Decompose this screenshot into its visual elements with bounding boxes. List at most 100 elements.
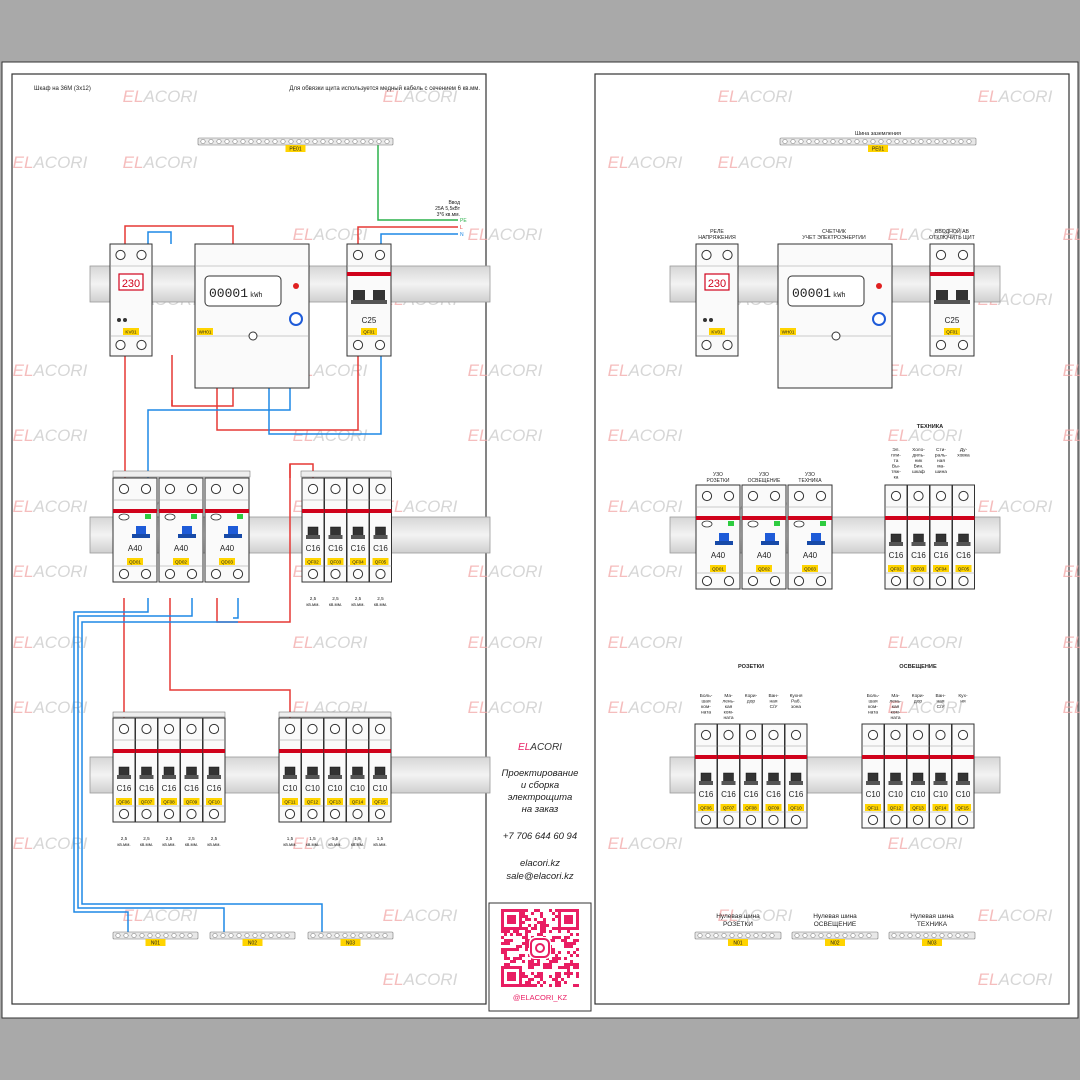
wire-rcd3-neutral (233, 598, 239, 619)
rcd-test-button (118, 513, 130, 521)
rcd-body (112, 477, 158, 583)
voltage-relay-body (695, 243, 739, 357)
qr-cell (576, 972, 579, 975)
cable-size: 1,5 (377, 836, 384, 841)
device-tag-text: QF13 (912, 805, 924, 810)
breaker-tag (932, 804, 949, 811)
breaker-toggle-base (373, 775, 387, 779)
meter-led (876, 283, 882, 289)
watermark-text: ELACORI (608, 497, 683, 516)
busbar-screw (163, 933, 169, 938)
qr-cell (534, 963, 537, 966)
brand-prefix: EL (518, 742, 530, 753)
busbar-tag-text: N02 (830, 941, 839, 947)
qr-cell (534, 984, 537, 987)
terminal-screw (330, 483, 341, 495)
device-tag-text: QF06 (700, 805, 712, 810)
qr-cell (543, 930, 546, 933)
email: sale@elacori.kz (506, 871, 573, 882)
watermark-suffix: ACORI (487, 361, 542, 380)
qr-cell (552, 978, 555, 981)
main-breaker-toggle (353, 290, 365, 302)
terminal-screw (890, 490, 902, 502)
busbar-screw (304, 139, 310, 144)
breaker-stripe (740, 755, 762, 759)
wire-n03 (81, 621, 323, 932)
tech-caption: раль- (935, 454, 948, 459)
busbar-screw (280, 139, 286, 144)
breaker-toggle-base (789, 781, 803, 785)
busbar-screw (798, 139, 804, 144)
busbar-screw (745, 933, 751, 938)
qr-cell (552, 960, 555, 963)
busbar-screw (705, 933, 711, 938)
qr-cell (552, 939, 555, 942)
watermark-text: ELACORI (1063, 361, 1080, 380)
cable-unit: кв.мм. (306, 602, 319, 607)
tech-caption: шкаф (912, 469, 925, 475)
qr-cell (510, 960, 513, 963)
qr-cell (522, 942, 525, 945)
qr-cell (558, 975, 561, 978)
breaker-toggle-base (162, 775, 176, 779)
qr-cell (543, 981, 546, 984)
qr-cell (507, 942, 510, 945)
busbar-tag-text: N02 (248, 941, 257, 947)
terminal-screw (352, 483, 364, 495)
terminal-screw (769, 490, 781, 502)
qr-cell (549, 909, 552, 912)
qr-cell (573, 942, 576, 945)
terminal-screw (232, 568, 244, 580)
cable-unit: кв.мм. (328, 842, 341, 847)
terminal-screw (232, 483, 244, 495)
watermark-suffix: ACORI (32, 361, 87, 380)
watermark-prefix: EL (608, 834, 629, 853)
main-breaker-tag (944, 328, 960, 335)
rcd-test-button (210, 513, 222, 521)
qr-cell (558, 957, 561, 960)
device-tag-text: QF04 (935, 566, 947, 571)
breaker-toggle-base (184, 775, 199, 779)
terminal-screw (790, 814, 802, 826)
qr-cell (513, 957, 516, 960)
watermark-prefix: EL (1063, 361, 1080, 380)
qr-cell (570, 972, 573, 975)
qr-cell (570, 960, 573, 963)
breaker-toggle-base (933, 781, 948, 785)
qr-cell (570, 963, 573, 966)
qr-cell (555, 927, 558, 930)
busbar-screw (382, 933, 388, 938)
terminal-screw (115, 339, 126, 351)
qr-cell (540, 933, 543, 936)
watermark-suffix: ACORI (32, 497, 87, 516)
breaker-rating: C16 (889, 551, 904, 560)
qr-cell (564, 966, 567, 969)
busbar-screw (886, 139, 892, 144)
device-tag-text: KV01 (125, 329, 137, 334)
meter-digits: 00001 (792, 286, 831, 301)
watermark-prefix: EL (888, 834, 909, 853)
watermark-text: ELACORI (888, 633, 963, 652)
rcd-test-button (793, 520, 805, 528)
watermark-text: ELACORI (888, 834, 963, 853)
terminal-screw (957, 729, 969, 741)
breaker-rating: C16 (721, 790, 736, 799)
terminal-screw (958, 575, 969, 587)
terminal-screw (329, 723, 341, 735)
breaker-toggle-base (889, 542, 903, 546)
device-tag-text: QF14 (352, 799, 364, 804)
rcd-caption: УЗО (759, 472, 769, 478)
qr-cell (525, 930, 528, 933)
busbar-screw (312, 139, 318, 144)
qr-cell (555, 960, 558, 963)
busbar-tag (242, 939, 263, 946)
watermark-text: ELACORI (608, 361, 683, 380)
terminal-screw (141, 723, 152, 735)
tech-caption: тяж- (891, 470, 901, 475)
qr-cell (570, 933, 573, 936)
qr-cell (504, 948, 507, 951)
qr-cell (525, 975, 528, 978)
busbar-screw (894, 139, 900, 144)
busbar-screw (737, 933, 743, 938)
